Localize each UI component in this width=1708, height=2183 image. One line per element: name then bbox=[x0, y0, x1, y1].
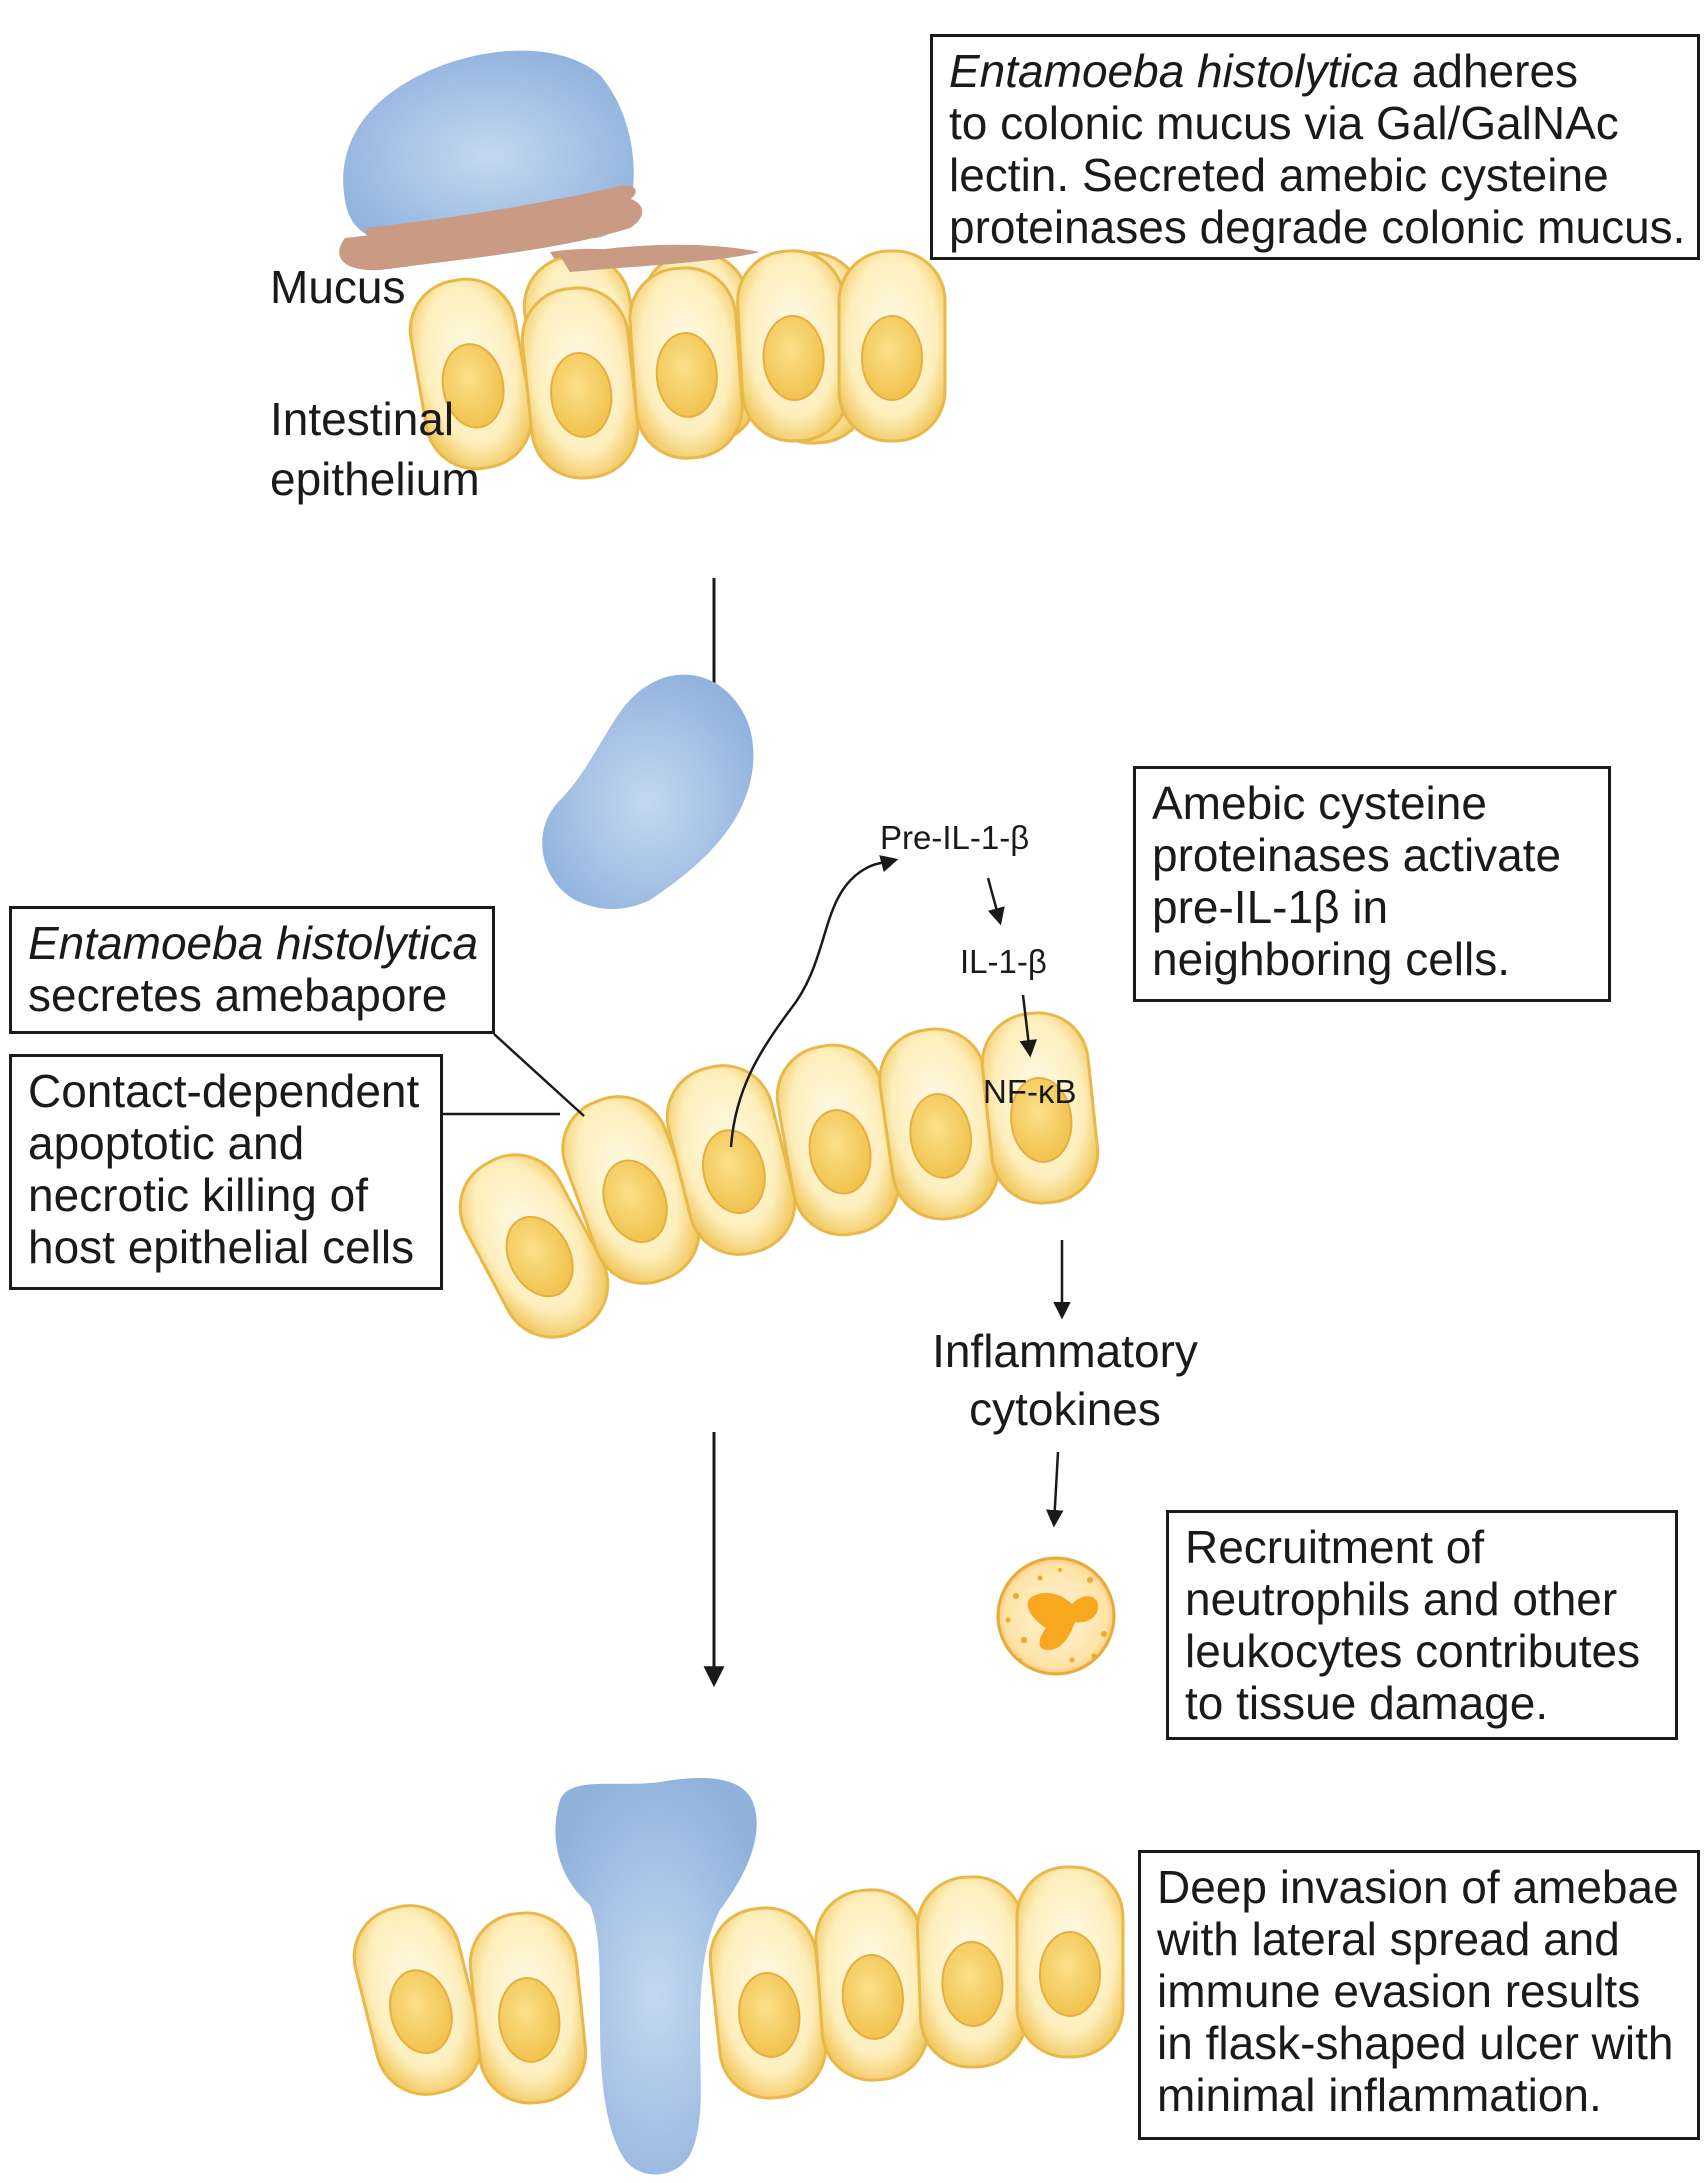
adhesion-box-line1: adheres bbox=[1399, 45, 1579, 97]
killing-box-line2: apoptotic and bbox=[28, 1117, 305, 1169]
invasion-box-line1: Deep invasion of amebae bbox=[1157, 1861, 1679, 1913]
invasion-box-line4: in flask-shaped ulcer with bbox=[1157, 2017, 1674, 2069]
neutrophil-cell bbox=[996, 1556, 1116, 1676]
adhesion-box-line2: to colonic mucus via Gal/GalNAc bbox=[949, 97, 1619, 149]
prell1-to-il1-arrow bbox=[986, 877, 1005, 926]
recruitment-box: Recruitment of neutrophils and other leu… bbox=[1166, 1510, 1678, 1740]
il1-to-nfkb-arrow bbox=[1019, 994, 1038, 1058]
invasion-box-line5: minimal inflammation. bbox=[1157, 2069, 1602, 2121]
stage3-epithelium bbox=[342, 1865, 1125, 2110]
killing-box-line4: host epithelial cells bbox=[28, 1221, 415, 1273]
amebapore-box: Entamoeba histolytica secretes amebapore bbox=[9, 906, 495, 1034]
stage1-mucus-top bbox=[560, 244, 760, 272]
proteinases-box-line3: pre-IL-1β in bbox=[1152, 881, 1389, 933]
il1b-label: IL-1-β bbox=[960, 943, 1047, 980]
invasion-box-line2: with lateral spread and bbox=[1157, 1913, 1620, 1965]
killing-box-line1: Contact-dependent bbox=[28, 1065, 420, 1117]
killing-box-line3: necrotic killing of bbox=[28, 1169, 369, 1221]
epithelium-label-line1: Intestinal bbox=[270, 393, 455, 445]
proteinases-box-line4: neighboring cells. bbox=[1152, 933, 1511, 985]
mucus-label: Mucus bbox=[270, 261, 406, 313]
nfkb-label: NF-κB bbox=[983, 1073, 1077, 1110]
recruitment-box-line4: to tissue damage. bbox=[1185, 1677, 1549, 1729]
cytokines-label-line2: cytokines bbox=[969, 1383, 1161, 1435]
cytokines-label-line1: Inflammatory bbox=[932, 1325, 1198, 1377]
cytokines-to-neutrophil-arrow bbox=[1046, 1451, 1064, 1528]
adhesion-box-line3: lectin. Secreted amebic cysteine bbox=[949, 149, 1609, 201]
recruitment-box-line1: Recruitment of bbox=[1185, 1521, 1485, 1573]
amebapore-box-line2: secretes amebapore bbox=[28, 969, 448, 1021]
proteinases-box-line2: proteinases activate bbox=[1152, 829, 1562, 881]
stage2-ameba bbox=[542, 674, 754, 909]
stage2-epithelium bbox=[441, 1006, 1105, 1357]
stage3-ameba-flask bbox=[555, 1777, 757, 2175]
adhesion-box: Entamoeba histolytica adheres to colonic… bbox=[930, 34, 1700, 260]
amebapore-pointer-line bbox=[493, 1033, 585, 1117]
adhesion-box-line4: proteinases degrade colonic mucus. bbox=[949, 201, 1686, 253]
adhesion-box-organism: Entamoeba histolytica bbox=[949, 45, 1400, 97]
amebapore-box-organism: Entamoeba histolytica bbox=[28, 917, 479, 969]
pre-il1b-label: Pre-IL-1-β bbox=[880, 819, 1030, 856]
proteinases-box: Amebic cysteine proteinases activate pre… bbox=[1133, 766, 1611, 1002]
epithelium-label-line2: epithelium bbox=[270, 453, 480, 505]
stage2-signal-arrow bbox=[729, 855, 899, 1148]
recruitment-box-line2: neutrophils and other bbox=[1185, 1573, 1618, 1625]
stage1-ameba bbox=[343, 50, 634, 243]
recruitment-box-line3: leukocytes contributes bbox=[1185, 1625, 1641, 1677]
invasion-box-line3: immune evasion results bbox=[1157, 1965, 1641, 2017]
proteinases-box-line1: Amebic cysteine bbox=[1152, 777, 1487, 829]
invasion-box: Deep invasion of amebae with lateral spr… bbox=[1138, 1850, 1700, 2140]
killing-box: Contact-dependent apoptotic and necrotic… bbox=[9, 1054, 443, 1290]
